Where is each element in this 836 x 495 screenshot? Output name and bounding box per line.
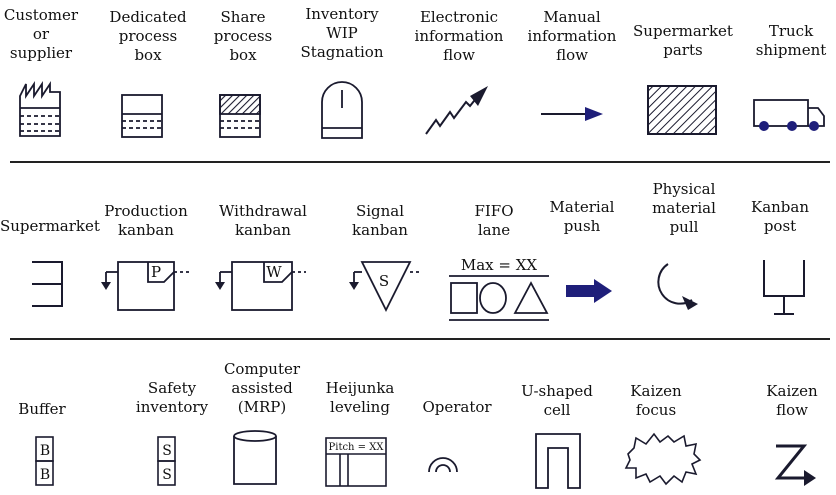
supermarket-parts-icon xyxy=(647,85,717,135)
fifo-max-label: Max = XX xyxy=(461,256,538,274)
label-supermarket: Supermarket xyxy=(0,217,100,235)
manual-information-flow-icon xyxy=(541,107,603,121)
label-manual-information-flow: Manual information flow xyxy=(527,8,617,64)
dedicated-process-box-icon xyxy=(121,94,163,138)
label-withdrawal-kanban: Withdrawal kanban xyxy=(219,202,307,239)
operator-icon xyxy=(428,457,458,473)
production-kanban-icon: P xyxy=(101,261,190,311)
mrp-database-icon xyxy=(233,430,277,485)
label-inventory-wip: Inventory WIP Stagnation xyxy=(300,5,384,61)
kanban-post-icon xyxy=(763,260,805,315)
row-divider-1 xyxy=(10,161,830,163)
label-dedicated-process-box: Dedicated process box xyxy=(109,8,187,64)
safety-inventory-icon: S S xyxy=(157,436,176,486)
kaizen-flow-icon xyxy=(774,444,816,486)
signal-kanban-icon: S xyxy=(349,261,420,313)
buffer-letter-top: B xyxy=(40,443,50,459)
label-kaizen-flow: Kaizen flow xyxy=(766,382,818,419)
label-electronic-information-flow: Electronic information flow xyxy=(414,8,504,64)
label-supermarket-parts: Supermarket parts xyxy=(633,22,733,59)
truck-shipment-icon xyxy=(753,99,825,131)
label-computer-assisted-mrp: Computer assisted (MRP) xyxy=(223,360,301,416)
share-process-box-icon xyxy=(219,94,261,138)
label-kanban-post: Kanban post xyxy=(750,198,809,235)
label-signal-kanban: Signal kanban xyxy=(352,202,408,239)
label-safety-inventory: Safety inventory xyxy=(135,379,209,416)
material-push-icon xyxy=(566,279,612,303)
production-kanban-letter: P xyxy=(151,263,161,281)
label-production-kanban: Production kanban xyxy=(104,202,188,239)
electronic-information-flow-icon xyxy=(425,86,488,135)
kaizen-focus-icon xyxy=(624,432,702,486)
safety-letter-top: S xyxy=(162,443,172,459)
label-kaizen-focus: Kaizen focus xyxy=(630,382,682,419)
label-truck-shipment: Truck shipment xyxy=(755,22,827,59)
label-customer-supplier: Customer or supplier xyxy=(3,6,79,62)
label-buffer: Buffer xyxy=(18,400,66,418)
label-material-push: Material push xyxy=(549,198,615,235)
label-fifo-lane: FIFO lane xyxy=(474,202,514,239)
buffer-letter-bottom: B xyxy=(40,467,50,483)
physical-material-pull-icon xyxy=(657,263,698,310)
withdrawal-kanban-letter: W xyxy=(266,263,282,281)
heijunka-pitch-label: Pitch = XX xyxy=(329,442,385,453)
fifo-lane-icon: Max = XX xyxy=(449,256,549,321)
label-share-process-box: Share process box xyxy=(213,8,273,64)
heijunka-leveling-icon: Pitch = XX xyxy=(325,437,387,487)
label-operator: Operator xyxy=(422,398,492,416)
customer-supplier-icon xyxy=(19,81,61,137)
signal-kanban-letter: S xyxy=(379,272,389,290)
safety-letter-bottom: S xyxy=(162,467,172,483)
label-u-shaped-cell: U-shaped cell xyxy=(521,382,593,419)
label-physical-material-pull: Physical material pull xyxy=(652,180,716,236)
buffer-icon: B B xyxy=(35,436,54,486)
supermarket-icon xyxy=(32,261,63,307)
row-divider-2 xyxy=(10,338,830,340)
inventory-wip-icon xyxy=(321,81,363,139)
u-shaped-cell-icon xyxy=(535,433,581,489)
withdrawal-kanban-icon: W xyxy=(215,261,306,311)
label-heijunka-leveling: Heijunka leveling xyxy=(325,379,395,416)
